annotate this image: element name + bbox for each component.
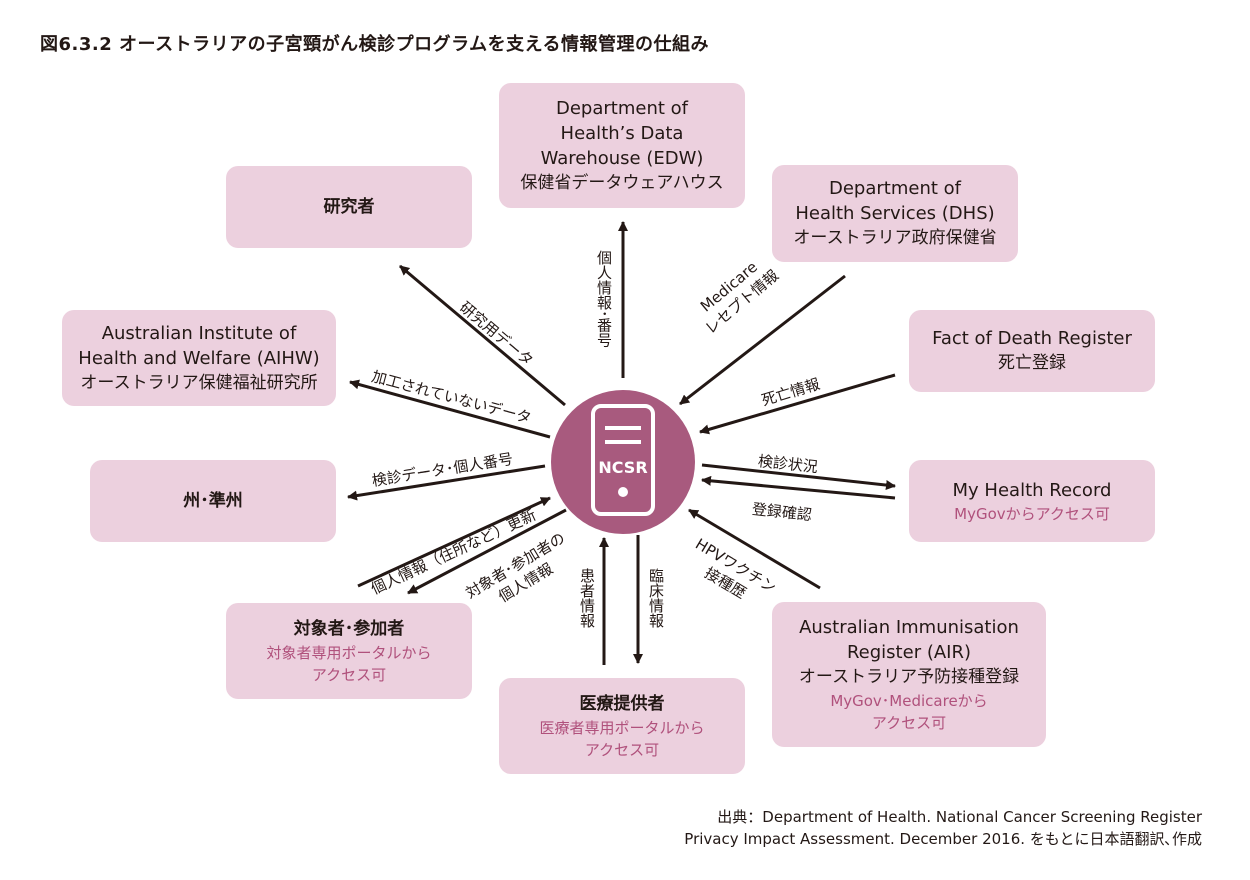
edge-label-provider-in: 患者情報 — [578, 568, 596, 628]
node-edw-ja: 保健省データウェアハウス — [520, 172, 724, 193]
source-note: 出典：Department of Health. National Cancer… — [684, 806, 1202, 850]
node-participant: 対象者･参加者 対象者専用ポータルから アクセス可 — [226, 603, 472, 699]
node-fod-en: Fact of Death Register — [932, 328, 1132, 349]
node-researcher: 研究者 — [226, 166, 472, 248]
arrow-to-aihw — [349, 379, 551, 439]
node-air-sub: MyGov･Medicareから アクセス可 — [830, 692, 988, 732]
node-dhs-ja: オーストラリア政府保健省 — [793, 228, 997, 248]
arrow-to-participant — [407, 508, 567, 595]
node-provider-sub: 医療者専用ポータルから アクセス可 — [539, 718, 705, 759]
node-provider: 医療提供者 医療者専用ポータルから アクセス可 — [499, 678, 745, 774]
source-line-1: 出典：Department of Health. National Cancer… — [717, 808, 1202, 826]
source-line-2: Privacy Impact Assessment. December 2016… — [684, 830, 1202, 848]
node-fod-ja: 死亡登録 — [998, 353, 1066, 373]
arrow-from-participant — [357, 496, 551, 588]
node-aihw-en: Australian Institute of Health and Welfa… — [78, 322, 320, 369]
node-my-health-record: My Health Record MyGovからアクセス可 — [909, 460, 1155, 542]
node-participant-ja: 対象者･参加者 — [293, 618, 405, 639]
node-air-en: Australian Immunisation Register (AIR) — [799, 617, 1019, 663]
node-edw: Department of Health’s Data Warehouse (E… — [499, 83, 745, 208]
server-icon — [591, 404, 655, 516]
arrow-to-state — [347, 464, 546, 501]
node-researcher-ja: 研究者 — [323, 196, 375, 217]
ncsr-hub: NCSR — [551, 390, 695, 534]
arrow-from-fod — [699, 373, 896, 435]
node-air-ja: オーストラリア予防接種登録 — [798, 667, 1020, 687]
node-mhr-en: My Health Record — [952, 479, 1112, 501]
arrow-to-mhr — [701, 463, 896, 490]
arrow-to-researcher — [399, 264, 566, 407]
arrow-from-dhs — [679, 274, 846, 406]
edge-label-provider-out: 臨床情報 — [647, 568, 665, 628]
figure-title: 図6.3.2 オーストラリアの子宮頸がん検診プログラムを支える情報管理の仕組み — [40, 34, 710, 55]
node-dhs-en: Department of Health Services (DHS) — [795, 178, 995, 224]
node-aihw: Australian Institute of Health and Welfa… — [62, 310, 336, 406]
node-fact-of-death: Fact of Death Register 死亡登録 — [909, 310, 1155, 392]
arrow-from-mhr — [701, 475, 896, 500]
node-edw-en: Department of Health’s Data Warehouse (E… — [540, 97, 704, 169]
arrow-from-air — [688, 508, 821, 590]
node-provider-ja: 医療提供者 — [579, 693, 665, 714]
node-dhs: Department of Health Services (DHS) オースト… — [772, 165, 1018, 262]
ncsr-label: NCSR — [598, 458, 648, 477]
node-aihw-ja: オーストラリア保健福祉研究所 — [80, 372, 318, 393]
node-air: Australian Immunisation Register (AIR) オ… — [772, 602, 1046, 747]
edge-label-edw: 個人情報･番号 — [595, 250, 613, 348]
node-mhr-sub: MyGovからアクセス可 — [954, 504, 1110, 523]
node-state: 州･準州 — [90, 460, 336, 542]
node-participant-sub: 対象者専用ポータルから アクセス可 — [266, 643, 432, 684]
node-state-ja: 州･準州 — [183, 490, 243, 511]
